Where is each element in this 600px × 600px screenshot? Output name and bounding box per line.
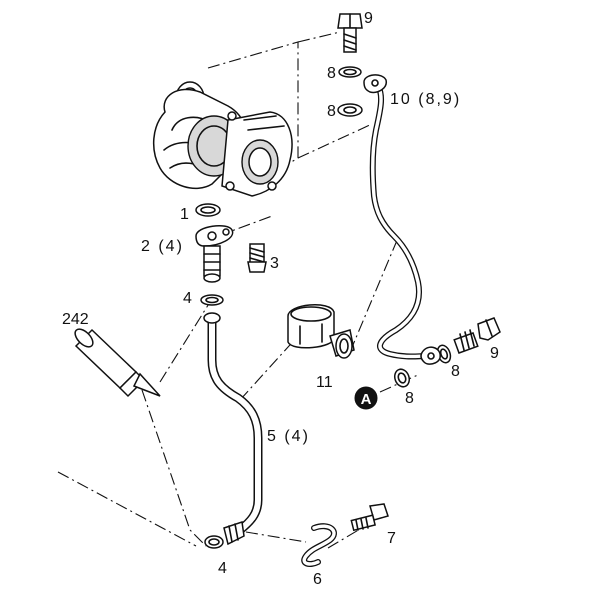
- callout-6: 6: [313, 571, 322, 588]
- callout-labels: 1 2 (4) 3 4 4 5 (4) 6 7 8 8 8 8 9 9 10 (…: [62, 10, 499, 588]
- part-8-washer-upper-1: [338, 66, 362, 78]
- part-4-o-ring-top: [200, 294, 224, 306]
- callout-8-bottom: 8: [405, 390, 414, 407]
- part-7-bolt: [350, 503, 389, 532]
- callout-2: 2 (4): [141, 238, 184, 255]
- callout-7: 7: [387, 530, 396, 547]
- part-9-banjo-bolt-top: [337, 13, 363, 53]
- part-3-bolt: [247, 243, 267, 273]
- leader-lines: [57, 31, 421, 549]
- part-10-oil-feed-line: [363, 74, 441, 365]
- callout-11: 11: [316, 374, 333, 391]
- reference-marker-a-label: A: [361, 391, 372, 408]
- callout-8-right: 8: [451, 363, 460, 380]
- part-11-clamp: [287, 304, 355, 359]
- callout-4-top: 4: [183, 290, 192, 307]
- callout-8-upper-1: 8: [327, 65, 336, 82]
- callout-9-top: 9: [364, 10, 373, 27]
- callout-3: 3: [270, 255, 279, 272]
- part-1-gasket: [195, 203, 221, 217]
- part-6-clip: [301, 523, 337, 567]
- callout-10: 10 (8,9): [390, 91, 461, 108]
- reference-marker-a: A: [354, 386, 378, 410]
- turbocharger-assembly: [153, 81, 293, 197]
- part-8-washer-upper-2: [337, 103, 363, 117]
- callout-1: 1: [180, 206, 189, 223]
- callout-8-upper-2: 8: [327, 103, 336, 120]
- part-9-banjo-bolt-right: [453, 317, 501, 354]
- callout-9-right: 9: [490, 345, 499, 362]
- part-4-o-ring-bottom: [204, 535, 224, 549]
- part-5-oil-return-pipe: [203, 312, 263, 546]
- part-2-flange-fitting: [195, 224, 234, 283]
- part-8-washer-bottom: [393, 368, 411, 388]
- callout-5: 5 (4): [267, 428, 310, 445]
- part-242-sealant-tube: [74, 328, 161, 398]
- callout-242: 242: [62, 311, 89, 328]
- callout-4-bottom: 4: [218, 560, 227, 577]
